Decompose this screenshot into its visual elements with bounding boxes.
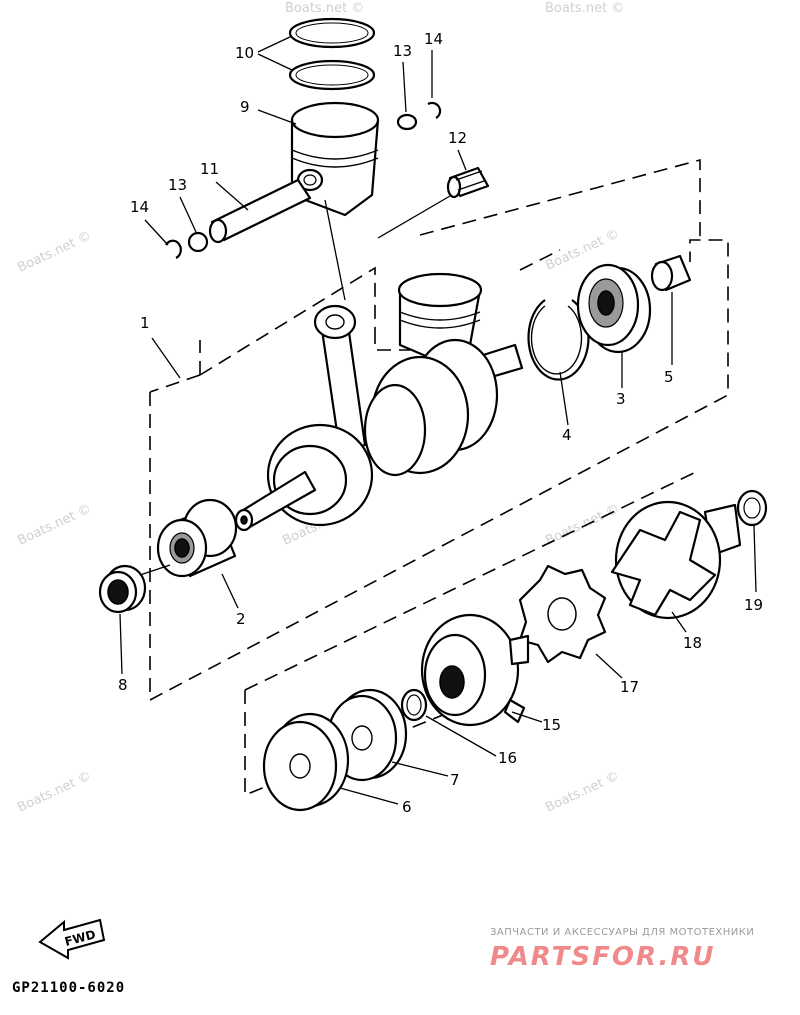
washer-disc [326, 688, 408, 782]
callout-16: 16 [498, 749, 517, 767]
watermark: Boats.net © [15, 769, 93, 816]
callout-15: 15 [542, 716, 561, 734]
watermark: Boats.net © [15, 502, 93, 549]
callout-8: 8 [118, 676, 128, 694]
washer-top [396, 113, 418, 131]
crankshaft-assembly [234, 272, 524, 532]
callout-6: 6 [402, 798, 412, 816]
watermark: Boats.net © [545, 1, 624, 16]
watermark: Boats.net © [285, 1, 364, 16]
needle-bearing [446, 166, 490, 199]
circlip-left [165, 239, 182, 259]
callout-14-top: 14 [424, 30, 443, 48]
watermark: Boats.net © [15, 229, 93, 276]
callout-5: 5 [664, 368, 674, 386]
callout-10: 10 [235, 44, 254, 62]
sleeve [650, 254, 692, 292]
callout-14-left: 14 [130, 198, 149, 216]
piston-pin [208, 178, 312, 244]
watermark: Boats.net © [543, 769, 621, 816]
callout-1: 1 [140, 314, 150, 332]
coupling [610, 500, 742, 620]
callout-13-left: 13 [168, 176, 187, 194]
assembly-outline-1b [199, 158, 701, 375]
callout-7: 7 [450, 771, 460, 789]
callout-18: 18 [683, 634, 702, 652]
callout-4: 4 [562, 426, 572, 444]
small-seal [736, 489, 768, 527]
washer-left [187, 231, 209, 253]
callout-12: 12 [448, 129, 467, 147]
callout-3: 3 [616, 390, 626, 408]
drive-coupling [420, 613, 530, 727]
rubber-damper [518, 564, 607, 664]
oil-seal [98, 564, 147, 614]
callout-11: 11 [200, 160, 219, 178]
callout-2: 2 [236, 610, 246, 628]
bearing-front [156, 498, 238, 578]
flange [262, 712, 350, 812]
callout-19: 19 [744, 596, 763, 614]
diagram-code: GP21100-6020 [12, 980, 125, 996]
brand-caption: ЗАПЧАСТИ И АКСЕССУАРЫ ДЛЯ МОТОТЕХНИКИ [490, 927, 754, 938]
callout-13-top: 13 [393, 42, 412, 60]
circlip-top [427, 101, 442, 119]
bearing-rear [576, 263, 652, 354]
callout-17: 17 [620, 678, 639, 696]
watermark: Boats.net © [543, 502, 621, 549]
piston [290, 101, 380, 217]
callout-9: 9 [240, 98, 250, 116]
brand-logo: PARTSFOR.RU [490, 942, 715, 972]
assembly-outline-2b [244, 469, 701, 691]
piston-rings [288, 17, 376, 91]
fwd-arrow-icon: FWD [38, 918, 106, 960]
assembly-outline-1 [149, 239, 729, 702]
